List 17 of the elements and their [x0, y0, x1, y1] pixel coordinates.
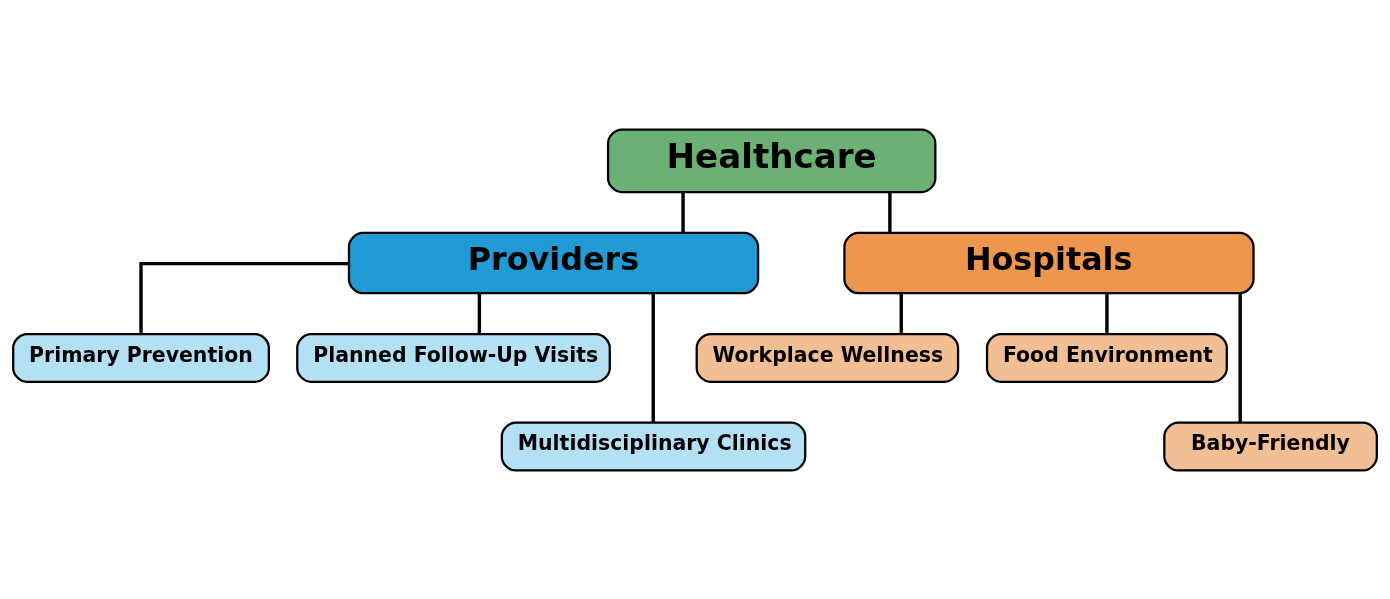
node-box: Primary Prevention — [12, 332, 270, 383]
node-box: Healthcare — [606, 127, 937, 193]
node-box: Food Environment — [985, 332, 1228, 383]
connector — [477, 293, 482, 334]
node-box: Hospitals — [843, 231, 1255, 294]
connector — [1105, 293, 1109, 334]
node-box: Baby-Friendly — [1163, 421, 1378, 472]
connector — [1238, 292, 1242, 423]
node-box: Workplace Wellness — [695, 332, 960, 383]
connector — [651, 292, 655, 423]
node-box: Multidisciplinary Clinics — [500, 421, 807, 472]
connector — [139, 261, 349, 334]
connector — [681, 192, 685, 233]
node-box: Planned Follow-Up Visits — [296, 332, 611, 383]
connector — [888, 192, 892, 233]
node-box: Providers — [347, 231, 760, 294]
connector — [899, 293, 903, 334]
